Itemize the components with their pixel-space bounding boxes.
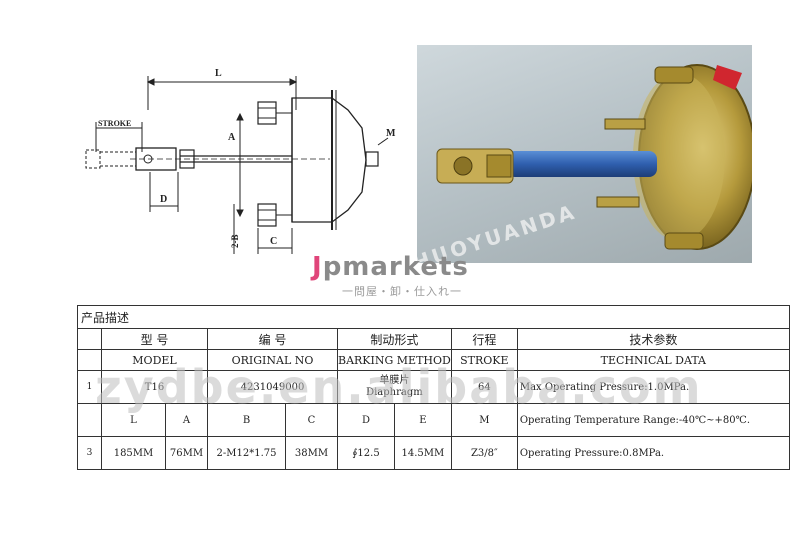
cell-stroke: 64 bbox=[450, 370, 518, 404]
header-cn-stroke: 行程 bbox=[450, 328, 518, 350]
jpmarkets-logo: Jpmarkets 一問屋・卸・仕入れ一 bbox=[300, 250, 500, 300]
table-row: 1 T16 4231049000 单膜片 Diaphragm 64 Max Op… bbox=[77, 370, 790, 404]
technical-drawing: L STROKE A M D C 2-B bbox=[85, 68, 396, 254]
dim-header-m: M bbox=[450, 403, 518, 437]
header-cn-tech: 技术参数 bbox=[516, 328, 790, 350]
chamber-body bbox=[291, 97, 367, 223]
header-en-original: ORIGINAL NO bbox=[207, 349, 338, 371]
header-cn-model: 型 号 bbox=[101, 328, 208, 350]
label-m: M bbox=[386, 128, 396, 139]
cell-model: T16 bbox=[101, 370, 208, 404]
product-photo: ZHUOYUANDA bbox=[393, 45, 756, 280]
dim-header-d: D bbox=[337, 403, 395, 437]
dim-value-d: ∮12.5 bbox=[337, 436, 395, 470]
dim-header-a: A bbox=[165, 403, 208, 437]
dim-header-l: L bbox=[101, 403, 166, 437]
dim-value-e: 14.5MM bbox=[393, 436, 452, 470]
table-row: L A B C D E M Operating Temperature Rang… bbox=[77, 403, 790, 437]
clevis bbox=[135, 147, 177, 171]
header-cn-method: 制动形式 bbox=[337, 328, 452, 350]
logo-tagline: 一問屋・卸・仕入れ一 bbox=[342, 285, 462, 298]
label-l: L bbox=[215, 68, 222, 79]
label-stroke: STROKE bbox=[98, 119, 131, 128]
table-row: 3 185MM 76MM 2-M12*1.75 38MM ∮12.5 14.5M… bbox=[77, 436, 790, 470]
dim-value-a: 76MM bbox=[165, 436, 208, 470]
dim-value-b: 2-M12*1.75 bbox=[207, 436, 286, 470]
header-en-tech: TECHNICAL DATA bbox=[516, 349, 790, 371]
dim-value-l: 185MM bbox=[101, 436, 166, 470]
brake-chamber-image: ZHUOYUANDA bbox=[393, 64, 756, 280]
logo-brand: Jpmarkets bbox=[312, 252, 469, 282]
header-en-stroke: STROKE bbox=[450, 349, 518, 371]
dim-header-e: E bbox=[393, 403, 452, 437]
dim-header-b: B bbox=[207, 403, 286, 437]
label-c: C bbox=[270, 236, 277, 247]
spec-table: 产品描述 型 号 编 号 制动形式 行程 技术参数 MODEL ORIGINAL… bbox=[77, 305, 790, 470]
top-bolt bbox=[257, 101, 277, 125]
row-index: 1 bbox=[77, 370, 102, 404]
cell-original-no: 4231049000 bbox=[207, 370, 338, 404]
header-cn-original: 编 号 bbox=[207, 328, 338, 350]
label-b: 2-B bbox=[230, 235, 240, 249]
dim-header-c: C bbox=[285, 403, 338, 437]
dim-value-m: Z3/8″ bbox=[450, 436, 518, 470]
row-index: 3 bbox=[77, 436, 102, 470]
cell-tech-pressure: Operating Pressure:0.8MPa. bbox=[516, 436, 790, 470]
header-en-method: BARKING METHOD bbox=[337, 349, 452, 371]
cell-tech-max-pressure: Max Operating Pressure:1.0MPa. bbox=[516, 370, 790, 404]
header-en-model: MODEL bbox=[101, 349, 208, 371]
air-port bbox=[365, 151, 379, 167]
cell-tech-temperature: Operating Temperature Range:-40℃~+80℃. bbox=[516, 403, 790, 437]
dim-value-c: 38MM bbox=[285, 436, 338, 470]
label-d: D bbox=[160, 194, 167, 205]
label-a: A bbox=[228, 132, 236, 143]
table-caption: 产品描述 bbox=[77, 305, 790, 329]
cell-method: 单膜片 Diaphragm bbox=[337, 370, 452, 404]
bottom-bolt bbox=[257, 203, 277, 227]
